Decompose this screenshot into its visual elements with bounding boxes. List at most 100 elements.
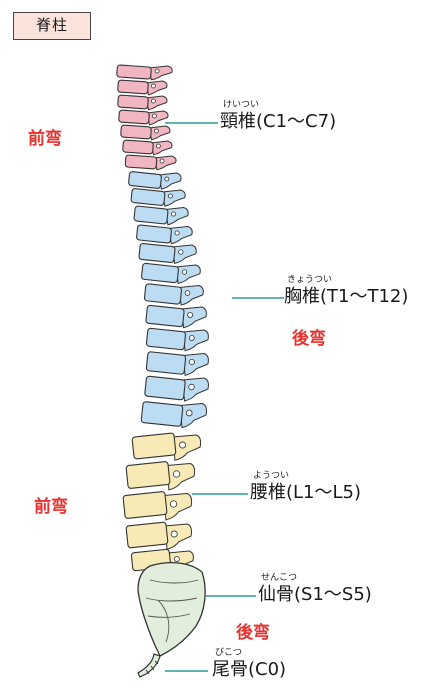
thoracic-vertebra-foramen [170, 211, 176, 217]
thoracic-vertebra [143, 283, 204, 306]
cervical-vertebra-process [145, 80, 168, 96]
thoracic-vertebra [145, 351, 209, 376]
thoracic-vertebra-foramen [178, 249, 184, 255]
cervical-vertebra-process [153, 155, 177, 171]
thoracic-vertebra-process [180, 306, 207, 329]
coccyx-name: 尾骨(C0) [212, 659, 287, 680]
thoracic-vertebra-body [128, 171, 162, 189]
thoracic-vertebra-body [130, 188, 166, 206]
cervical-vertebra-body [117, 79, 149, 95]
thoracic-vertebra-process [158, 172, 182, 190]
thoracic-vertebra-foramen [185, 409, 193, 417]
thoracic-vertebra-foramen [164, 176, 170, 182]
lumbar-vertebra-foramen [173, 556, 180, 562]
thoracic-vertebra-process [181, 377, 209, 402]
thoracic-vertebra-body [141, 262, 179, 284]
cervical-vertebra-foramen [153, 128, 159, 134]
vertebrae [116, 64, 209, 573]
lumbar-name: 腰椎(L1〜L5) [250, 482, 362, 503]
thoracic-vertebra-process [168, 225, 193, 245]
cervical-curve-label: 前弯 [28, 129, 62, 149]
cervical-vertebra [117, 94, 168, 111]
cervical-vertebra-process [148, 65, 173, 81]
cervical-vertebra-body [118, 109, 150, 125]
lumbar-vertebra [125, 521, 192, 550]
lumbar-vertebra-process [172, 434, 202, 461]
thoracic-vertebra [138, 242, 197, 265]
thoracic-vertebra-body [138, 242, 176, 264]
coccyx-ruby: びこつ [215, 648, 243, 658]
thoracic-vertebra-body [144, 375, 186, 401]
cervical-vertebra [116, 64, 173, 81]
cervical-vertebra-body [116, 64, 152, 80]
lumbar-ruby: ようつい [253, 471, 290, 481]
sacrum-ruby: せんこつ [261, 573, 298, 583]
lumbar-vertebra-body [125, 461, 171, 489]
thoracic-vertebra-body [145, 351, 187, 375]
thoracic-vertebra [144, 375, 209, 402]
lumbar-label: ようつい 腰椎(L1〜L5) [250, 471, 361, 504]
cervical-vertebra-foramen [150, 98, 156, 104]
thoracic-vertebra-foramen [168, 193, 173, 199]
lumbar-vertebra [122, 491, 193, 521]
thoracic-vertebra-process [164, 206, 189, 226]
thoracic-vertebra-process [182, 352, 209, 376]
cervical-vertebra-process [146, 110, 169, 126]
thoracic-vertebra [130, 188, 186, 207]
cervical-vertebra-foramen [150, 83, 156, 89]
thoracic-name: 胸椎(T1〜T12) [284, 286, 409, 307]
cervical-vertebra [124, 154, 177, 171]
thoracic-ruby: きょうつい [287, 275, 333, 285]
thoracic-vertebra-foramen [188, 335, 195, 341]
thoracic-vertebra-body [145, 327, 187, 351]
cervical-vertebra-foramen [151, 113, 157, 119]
thoracic-vertebra [141, 262, 201, 285]
cervical-vertebra-foramen [155, 143, 161, 149]
thoracic-vertebra-body [133, 205, 169, 225]
cervical-vertebra-body [117, 94, 149, 110]
thoracic-vertebra [136, 224, 193, 245]
thoracic-vertebra-foramen [188, 358, 195, 366]
cervical-vertebra-body [124, 154, 158, 170]
thoracic-vertebra-foramen [174, 230, 180, 236]
coccyx-bone [137, 653, 161, 678]
cervical-vertebra [118, 109, 169, 126]
thoracic-vertebra [128, 171, 182, 190]
lumbar-curve-label: 前弯 [34, 497, 68, 517]
page-title: 脊柱 [13, 12, 91, 40]
lumbar-vertebra-foramen [169, 500, 178, 508]
thoracic-vertebra-body [136, 224, 172, 244]
cervical-vertebra-body [122, 139, 154, 155]
thoracic-vertebra-process [175, 264, 201, 285]
lumbar-vertebra-process [163, 492, 193, 521]
lumbar-vertebra-process [164, 523, 192, 550]
thoracic-vertebra [145, 304, 207, 329]
thoracic-vertebra [145, 327, 209, 352]
lumbar-vertebra [125, 461, 196, 491]
coccyx-label: びこつ 尾骨(C0) [212, 648, 286, 681]
cervical-label: けいつい 頸椎(C1〜C7) [220, 100, 336, 133]
sacrum-label: せんこつ 仙骨(S1〜S5) [258, 573, 372, 606]
thoracic-vertebra-foramen [187, 312, 194, 318]
thoracic-vertebra-foramen [184, 290, 191, 296]
lumbar-vertebra [131, 432, 202, 461]
cervical-vertebra-process [150, 140, 173, 156]
lumbar-vertebra-body [131, 432, 177, 460]
thoracic-vertebra-process [182, 329, 209, 352]
thoracic-vertebra [133, 205, 189, 226]
sacrum-bone [137, 561, 206, 657]
cervical-ruby: けいつい [223, 100, 260, 110]
sacrum-detail [157, 599, 170, 643]
thoracic-vertebra-body [145, 304, 185, 328]
thoracic-vertebra-process [161, 189, 186, 207]
lumbar-vertebra-foramen [179, 441, 187, 449]
thoracic-vertebra-foramen [181, 269, 188, 275]
cervical-vertebra-body [120, 124, 152, 140]
thoracic-vertebra-body [143, 283, 183, 305]
sacral-curve-label: 後弯 [236, 623, 270, 643]
thoracic-label: きょうつい 胸椎(T1〜T12) [284, 275, 408, 308]
thoracic-vertebra [140, 401, 207, 429]
coccyx-segments [145, 660, 159, 675]
lumbar-vertebra-process [166, 462, 196, 491]
